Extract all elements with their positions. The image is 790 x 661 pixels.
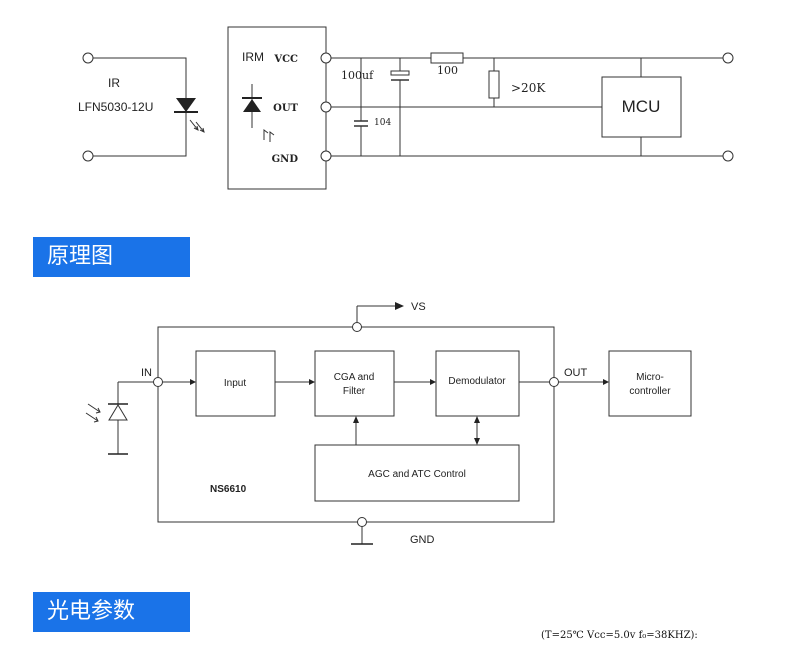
cap-electrolytic-label: 100uf [341, 69, 374, 82]
block-diagram: VS NS6610 IN Input CGA and Filter [85, 301, 692, 546]
cap-ceramic-label: 104 [374, 118, 391, 128]
pin-gnd-terminal [320, 150, 332, 162]
section-header-principle: 原理图 [33, 237, 190, 277]
terminal-ir-top [82, 52, 94, 64]
agc-atc-block [314, 444, 520, 502]
ir-part-number: LFN5030-12U [78, 100, 153, 114]
vs-pin-terminal [352, 322, 362, 332]
cga-block-line1: CGA and [334, 372, 375, 383]
gnd-label: GND [410, 534, 435, 546]
pin-gnd-label: GND [272, 154, 299, 165]
out-label: OUT [564, 367, 588, 379]
arrow-up-demod-icon [474, 416, 480, 423]
out-pin-terminal [549, 377, 559, 387]
mc-block-line1: Micro- [636, 372, 664, 383]
microcontroller-block [608, 350, 692, 417]
mcu-box [601, 76, 682, 138]
vs-label: VS [411, 301, 426, 313]
chip-name: NS6610 [210, 484, 247, 495]
arrow-down-agc-icon [474, 438, 480, 445]
section-header-photoelectric: 光电参数 [33, 592, 190, 632]
arrow-in-input-icon [190, 379, 196, 385]
pin-vcc-label: VCC [273, 54, 298, 65]
resistor-100 [430, 52, 464, 64]
irm-module-box [227, 26, 327, 190]
terminal-vcc-out [722, 52, 734, 64]
terminal-ir-bottom [82, 150, 94, 162]
demodulator-block-label: Demodulator [448, 376, 506, 387]
cga-block-line2: Filter [343, 386, 366, 397]
cga-filter-block [314, 350, 395, 417]
arrow-input-cga-icon [309, 379, 315, 385]
input-block [195, 350, 276, 417]
resistor-pullup-label: >20K [511, 81, 546, 95]
pin-out-label: OUT [273, 103, 298, 114]
in-label: IN [141, 367, 152, 379]
ir-led-icon [174, 98, 205, 133]
terminal-gnd-out [722, 150, 734, 162]
irm-label: IRM [242, 50, 264, 64]
mc-block-line2: controller [629, 386, 671, 397]
arrow-cga-demod-icon [430, 379, 436, 385]
vs-arrow-icon [395, 302, 404, 310]
gnd-pin-terminal [357, 517, 367, 527]
in-pin-terminal [153, 377, 163, 387]
input-block-label: Input [224, 378, 246, 389]
input-photodiode-icon [85, 382, 128, 455]
pin-out-terminal [320, 101, 332, 113]
capacitor-104-icon [354, 58, 368, 156]
demodulator-block [435, 350, 520, 417]
mcu-label: MCU [622, 97, 661, 116]
resistor-pullup-icon [488, 58, 500, 107]
resistor-series-label: 100 [437, 64, 458, 77]
arrow-agc-cga-icon [353, 416, 359, 423]
application-circuit: IR LFN5030-12U IRM VCC OUT GND 100 [78, 26, 734, 190]
agc-block-label: AGC and ATC Control [368, 469, 466, 480]
pin-vcc-terminal [320, 52, 332, 64]
photodiode-icon [242, 84, 275, 142]
test-conditions: (T=25℃ Vcc=5.0v f₀=38KHZ): [541, 630, 698, 641]
ir-label: IR [108, 76, 120, 90]
capacitor-100uf-icon [390, 58, 410, 156]
arrow-out-mc-icon [603, 379, 609, 385]
